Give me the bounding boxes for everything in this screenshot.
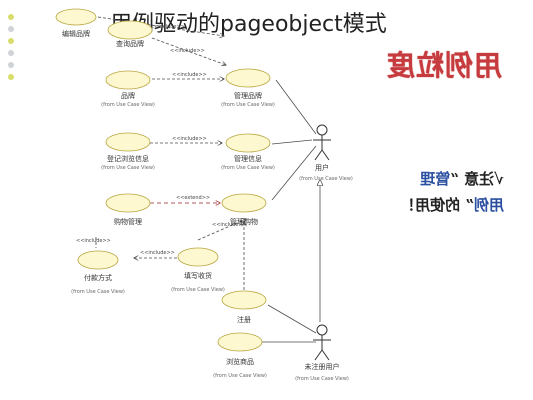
association-line (275, 79, 317, 135)
include-line (151, 37, 226, 65)
use-case-source: (from Use Case View) (101, 165, 155, 171)
actor-label: 用户 (315, 163, 329, 172)
use-case-source: (from Use Case View) (221, 102, 275, 108)
use-case-label: 管理信息 (234, 154, 262, 163)
note-text: √注意 “ (450, 170, 504, 188)
use-case: 编辑品牌 (55, 8, 97, 38)
use-case: 付款方式 (from Use Case View) (71, 250, 125, 295)
stereotype-label: <<extend>> (176, 195, 210, 201)
stereotype-labels: <<include>> <<include>> <<include>> <<in… (76, 24, 247, 256)
use-case-label: 购物管理 (114, 217, 142, 226)
use-case: 登记浏览信息 (from Use Case View) (101, 132, 155, 171)
granularity-sign: 用例粒度 (385, 49, 502, 82)
association-line (271, 139, 313, 145)
include-line (197, 219, 246, 241)
actor-figure (313, 124, 331, 161)
include-line (97, 16, 224, 36)
use-case: 管理品牌 (from Use Case View) (221, 68, 275, 108)
stereotype-label: <<include>> (212, 222, 247, 228)
dot (8, 26, 14, 32)
use-case-label: 管理购物 (230, 217, 258, 226)
page-title: 用例驱动的pageobject模式 (110, 12, 387, 37)
stereotype-label: <<include>> (172, 72, 207, 78)
stereotype-label: <<include>> (172, 136, 207, 142)
use-case-label: 查询品牌 (116, 39, 144, 48)
use-case: 品牌 (from Use Case View) (101, 70, 155, 108)
note-highlight: 管理 (420, 170, 451, 188)
stereotype-label: <<include>> (76, 238, 111, 244)
use-case: 管理购物 (221, 193, 267, 226)
use-case-source: (from Use Case View) (213, 373, 267, 379)
note-line: 用例” 的使用！ (384, 192, 504, 218)
use-case-label: 付款方式 (84, 273, 112, 282)
actor-figure (313, 324, 331, 361)
actor-label: 未注册用户 (305, 362, 340, 371)
dot (8, 74, 14, 80)
dot (8, 14, 14, 20)
association-line (267, 304, 317, 334)
use-case-source: (from Use Case View) (71, 289, 125, 295)
use-case-source: (from Use Case View) (101, 102, 155, 108)
dot (8, 62, 14, 68)
use-case: 购物管理 (105, 193, 151, 226)
connectors (95, 16, 320, 343)
use-case: 注册 (221, 290, 267, 324)
use-case: 浏览商品 (from Use Case View) (213, 332, 267, 379)
decorative-dots (8, 14, 22, 94)
association-line (271, 145, 317, 201)
use-case-label: 浏览商品 (226, 357, 254, 366)
note-highlight: 用例 (473, 196, 504, 214)
actor-source: (from Use Case View) (299, 176, 353, 182)
actor-source: (from Use Case View) (295, 376, 349, 382)
note-line: √注意 “管理 (384, 166, 504, 192)
use-case-source: (from Use Case View) (171, 287, 225, 293)
use-case-label: 登记浏览信息 (107, 154, 149, 163)
use-case-label: 注册 (237, 315, 251, 324)
stereotype-label: <<include>> (170, 48, 205, 54)
stereotype-label: <<include>> (150, 24, 185, 30)
use-case: 填写收货 (from Use Case View) (171, 247, 225, 293)
stereotype-label: <<include>> (140, 250, 175, 256)
use-case-label: 管理品牌 (234, 91, 262, 100)
use-case-label: 品牌 (121, 91, 135, 100)
use-case-source: (from Use Case View) (221, 165, 275, 171)
dot (8, 38, 14, 44)
dot (8, 50, 14, 56)
use-case-label: 填写收货 (184, 271, 212, 280)
use-case: 管理信息 (from Use Case View) (221, 133, 275, 171)
use-case-label: 编辑品牌 (62, 29, 90, 38)
use-case: 查询品牌 (107, 20, 153, 48)
note-block: √注意 “管理 用例” 的使用！ (384, 166, 504, 218)
note-text: ” 的使用！ (400, 196, 474, 214)
